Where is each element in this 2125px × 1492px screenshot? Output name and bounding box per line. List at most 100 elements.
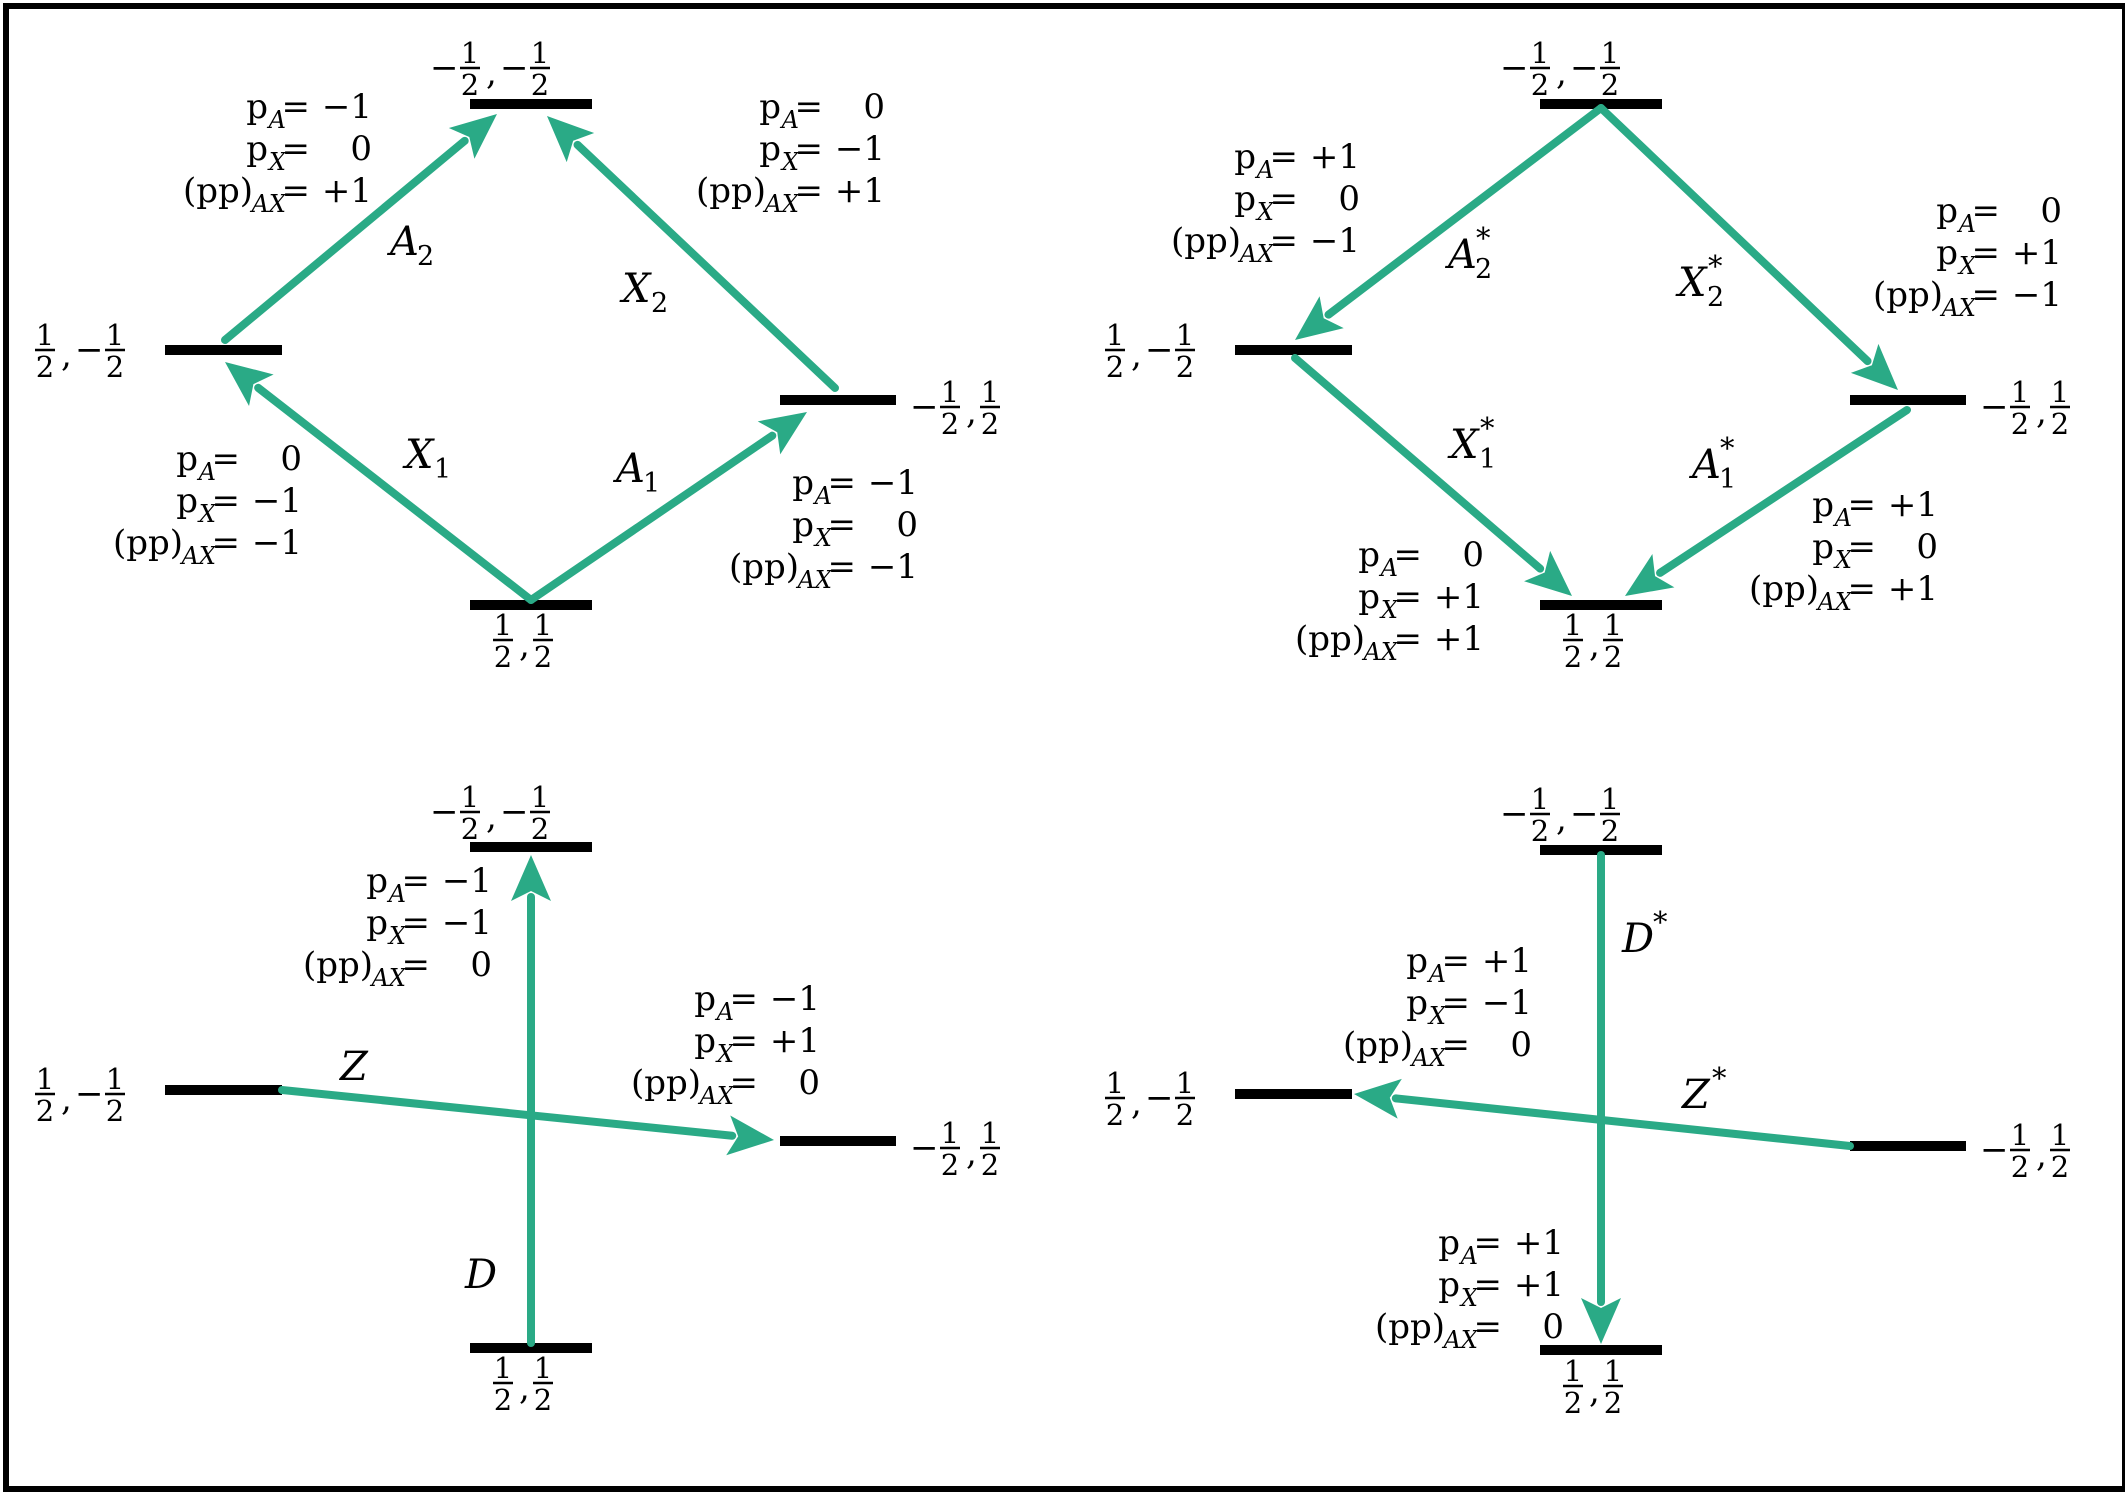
state-label-top: −12,−12 — [1500, 36, 1620, 102]
parity-label: p — [1358, 535, 1380, 575]
fraction-denominator: 2 — [1106, 1098, 1124, 1132]
parity-value: +1 — [770, 1021, 820, 1061]
arrow-A2 — [221, 114, 497, 344]
parity-subscript: AX — [763, 190, 800, 218]
fraction-denominator: 2 — [36, 350, 54, 384]
parity-value: 0 — [1338, 179, 1360, 219]
parity-subscript: AX — [796, 566, 833, 594]
parity-label: p — [1812, 485, 1834, 525]
parity-label: (pp) — [1873, 275, 1943, 315]
transition-symbol: Z — [338, 1044, 369, 1090]
parity-subscript: A — [1255, 156, 1274, 184]
parity-value: 0 — [1462, 535, 1484, 575]
equals-sign: = — [1394, 619, 1423, 659]
minus-sign: − — [1980, 1130, 2009, 1170]
parity-label: p — [1234, 179, 1256, 219]
arrowhead — [726, 1115, 774, 1156]
transition-subscript: 2 — [417, 241, 434, 272]
parity-subscript: A — [1833, 504, 1852, 532]
equals-sign: = — [212, 523, 241, 563]
parity-subscript: X — [1379, 596, 1399, 624]
parity-subscript: AX — [1362, 638, 1399, 666]
arrowhead — [1625, 553, 1675, 596]
parity-subscript: X — [1459, 1284, 1479, 1312]
arrowhead — [1524, 550, 1572, 596]
equals-sign: = — [402, 861, 431, 901]
arrow-shaft — [573, 140, 839, 392]
fraction-numerator: 1 — [36, 1062, 54, 1096]
transition-subscript: 1 — [1479, 444, 1496, 475]
fraction-denominator: 2 — [941, 407, 959, 441]
parity-subscript: X — [780, 148, 800, 176]
parity-D: −1=Ap−1=Xp0=AX(pp) — [303, 861, 492, 992]
equals-sign: = — [1394, 577, 1423, 617]
transition-symbol: A — [1444, 232, 1477, 278]
parity-label: (pp) — [1343, 1025, 1413, 1065]
parity-label: p — [1406, 983, 1428, 1023]
parity-value: −1 — [322, 87, 372, 127]
parity-subscript: A — [715, 998, 734, 1026]
parity-label: (pp) — [729, 547, 799, 587]
comma: , — [61, 1079, 72, 1119]
fraction-denominator: 2 — [1604, 1386, 1622, 1420]
equals-sign: = — [1474, 1223, 1503, 1263]
parity-value: −1 — [442, 861, 492, 901]
arrow-X1-star — [1291, 354, 1572, 596]
fraction-numerator: 1 — [1531, 36, 1549, 70]
arrowhead — [448, 114, 497, 159]
minus-sign: − — [1145, 330, 1174, 370]
equals-sign: = — [1442, 941, 1471, 981]
parity-subscript: A — [780, 106, 799, 134]
fraction-numerator: 1 — [531, 36, 549, 70]
fraction-denominator: 2 — [1601, 68, 1619, 102]
parity-value: 0 — [2040, 191, 2062, 231]
comma: , — [519, 1368, 530, 1408]
comma: , — [1589, 1371, 1600, 1411]
parity-A2-star: +1=Ap0=Xp−1=AX(pp) — [1171, 137, 1360, 268]
state-label-right: −12,12 — [1980, 375, 2070, 441]
fraction-numerator: 1 — [1601, 782, 1619, 816]
parity-value: −1 — [835, 129, 885, 169]
transition-subscript: 2 — [1707, 282, 1724, 313]
fraction-denominator: 2 — [1564, 1386, 1582, 1420]
parity-value: 0 — [350, 129, 372, 169]
transition-subscript: 2 — [651, 288, 668, 319]
fraction-denominator: 2 — [534, 1383, 552, 1417]
label-D-star: D* — [1621, 905, 1668, 962]
fraction-denominator: 2 — [941, 1148, 959, 1182]
fraction-numerator: 1 — [1106, 318, 1124, 352]
equals-sign: = — [795, 129, 824, 169]
minus-sign: − — [1570, 794, 1599, 834]
fraction-numerator: 1 — [534, 608, 552, 642]
label-A1-star: A1* — [1688, 431, 1736, 495]
parity-subscript: X — [197, 500, 217, 528]
fraction-numerator: 1 — [1564, 608, 1582, 642]
minus-sign: − — [1500, 48, 1529, 88]
transition-superscript: * — [1480, 411, 1495, 445]
transition-symbol: A — [1688, 442, 1721, 488]
parity-subscript: AX — [1940, 294, 1977, 322]
equals-sign: = — [1474, 1265, 1503, 1305]
label-A1: A1 — [612, 446, 660, 499]
parity-subscript: X — [1833, 546, 1853, 574]
arrowhead — [511, 855, 551, 901]
parity-value: −1 — [2012, 275, 2062, 315]
minus-sign: − — [1980, 387, 2009, 427]
parity-label: (pp) — [1295, 619, 1365, 659]
fraction-numerator: 1 — [2011, 375, 2029, 409]
parity-value: 0 — [1510, 1025, 1532, 1065]
arrowhead — [225, 362, 274, 407]
transition-superscript: * — [1653, 905, 1668, 939]
parity-value: +1 — [1310, 137, 1360, 177]
arrowhead — [1295, 296, 1344, 340]
arrowhead — [1354, 1078, 1402, 1119]
equals-sign: = — [282, 171, 311, 211]
parity-X1-star: 0=Ap+1=Xp+1=AX(pp) — [1295, 535, 1484, 666]
parity-subscript: X — [267, 148, 287, 176]
fraction-denominator: 2 — [2011, 407, 2029, 441]
parity-label: p — [366, 861, 388, 901]
parity-value: 0 — [470, 945, 492, 985]
fraction-denominator: 2 — [461, 812, 479, 846]
